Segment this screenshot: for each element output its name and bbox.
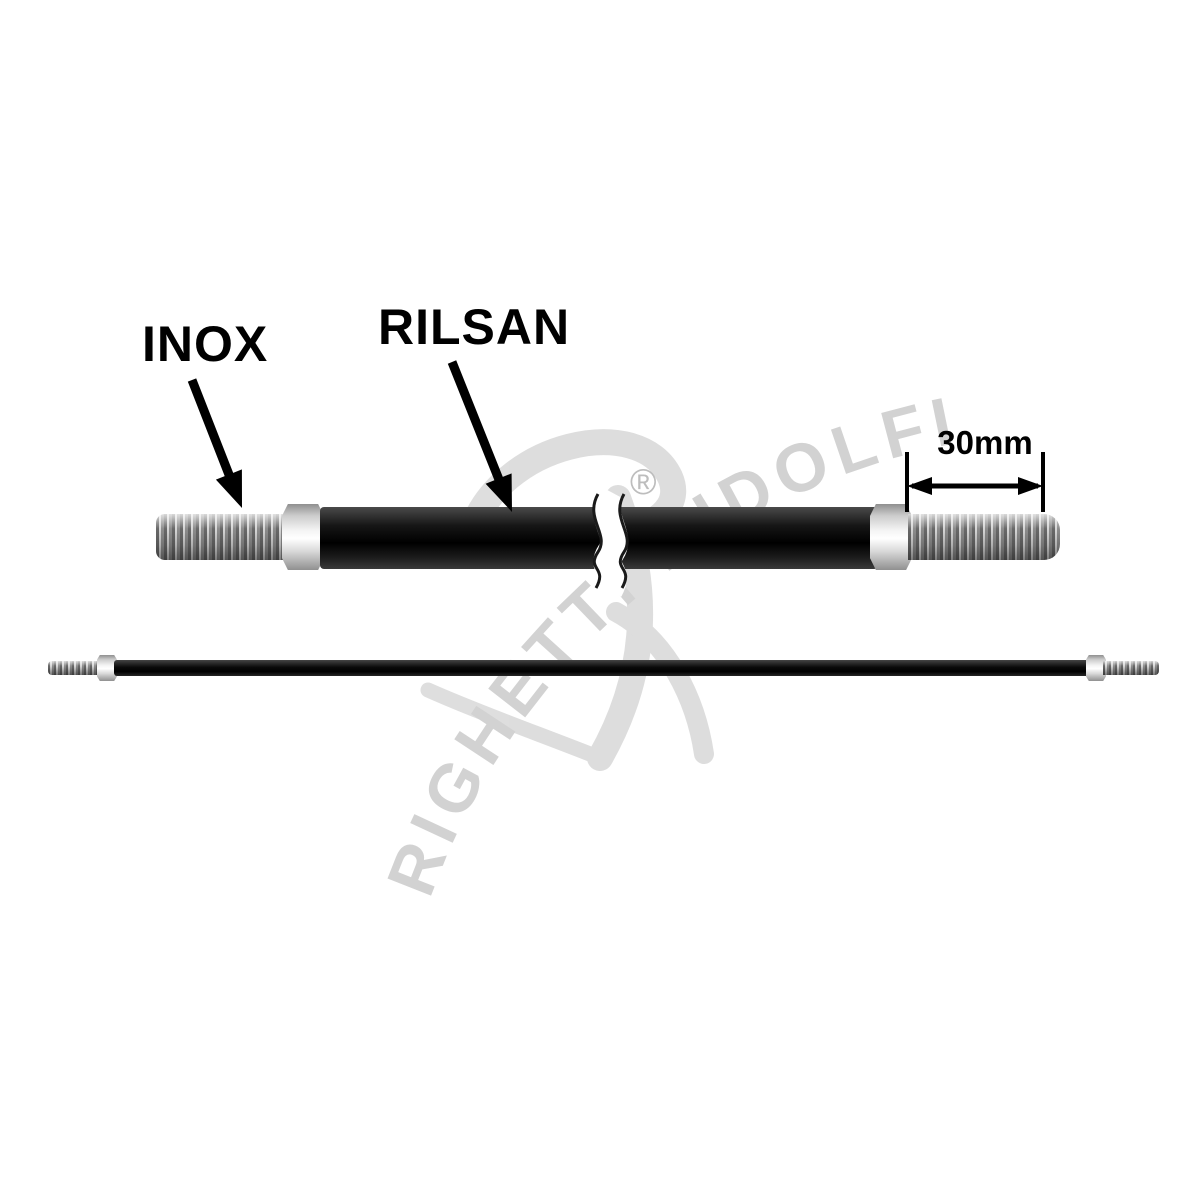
inox-label: INOX xyxy=(142,316,269,372)
registered-trademark: ® xyxy=(630,461,657,502)
full-rod-right-stud xyxy=(1103,661,1159,675)
full-rod-body xyxy=(114,660,1090,676)
left-threaded-stud xyxy=(156,514,294,560)
right-hex-nut xyxy=(870,504,912,570)
rilsan-label: RILSAN xyxy=(378,299,571,355)
left-hex-nut xyxy=(282,504,324,570)
full-rod-left-nut xyxy=(97,655,117,681)
right-threaded-stud xyxy=(908,514,1060,560)
full-rod-right-nut xyxy=(1086,655,1106,681)
full-rod-left-stud xyxy=(48,661,104,675)
dimension-label: 30mm xyxy=(937,424,1033,461)
